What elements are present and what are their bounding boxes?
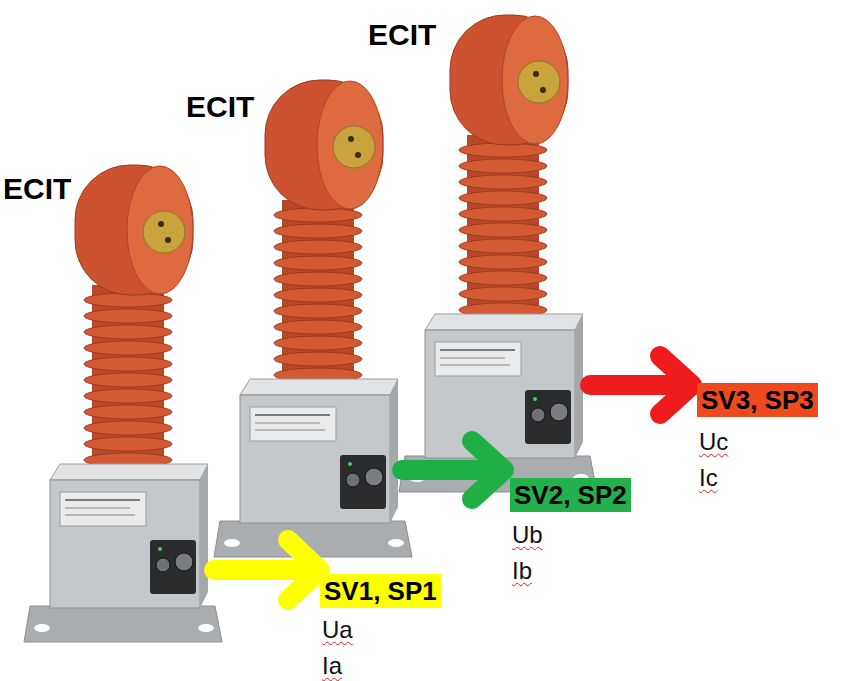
stream-label: SV1, SP1 [324, 576, 437, 606]
stream-label: SV2, SP2 [514, 480, 627, 510]
signal-name: Ib [512, 557, 532, 584]
highlight-box: SV1, SP1 [320, 574, 441, 608]
label-holder: ECIT [368, 18, 436, 52]
label-holder: Ic [699, 464, 718, 492]
ecit-device [214, 80, 412, 557]
part-name: ECIT [368, 18, 436, 51]
output-arrow [402, 441, 504, 499]
ecit-device [399, 15, 597, 492]
signal-name: Ub [512, 521, 543, 548]
label-holder: Ib [512, 557, 532, 585]
part-name: ECIT [3, 172, 71, 205]
label-holder: ECIT [186, 90, 254, 124]
label-holder: ECIT [3, 172, 71, 206]
part-name: ECIT [186, 90, 254, 123]
label-holder: Ub [512, 521, 543, 549]
highlight-box: SV3, SP3 [697, 383, 818, 417]
ecit-device [24, 165, 222, 642]
signal-name: Ic [699, 464, 718, 491]
stream-label: SV3, SP3 [701, 385, 814, 415]
label-holder: Ua [322, 616, 353, 644]
signal-name: Ua [322, 616, 353, 643]
highlight-box: SV2, SP2 [510, 478, 631, 512]
label-holder: Ia [322, 652, 342, 680]
signal-name: Ia [322, 652, 342, 679]
label-holder: Uc [699, 428, 728, 456]
output-arrow [214, 540, 320, 600]
signal-name: Uc [699, 428, 728, 455]
output-arrow [590, 356, 692, 414]
